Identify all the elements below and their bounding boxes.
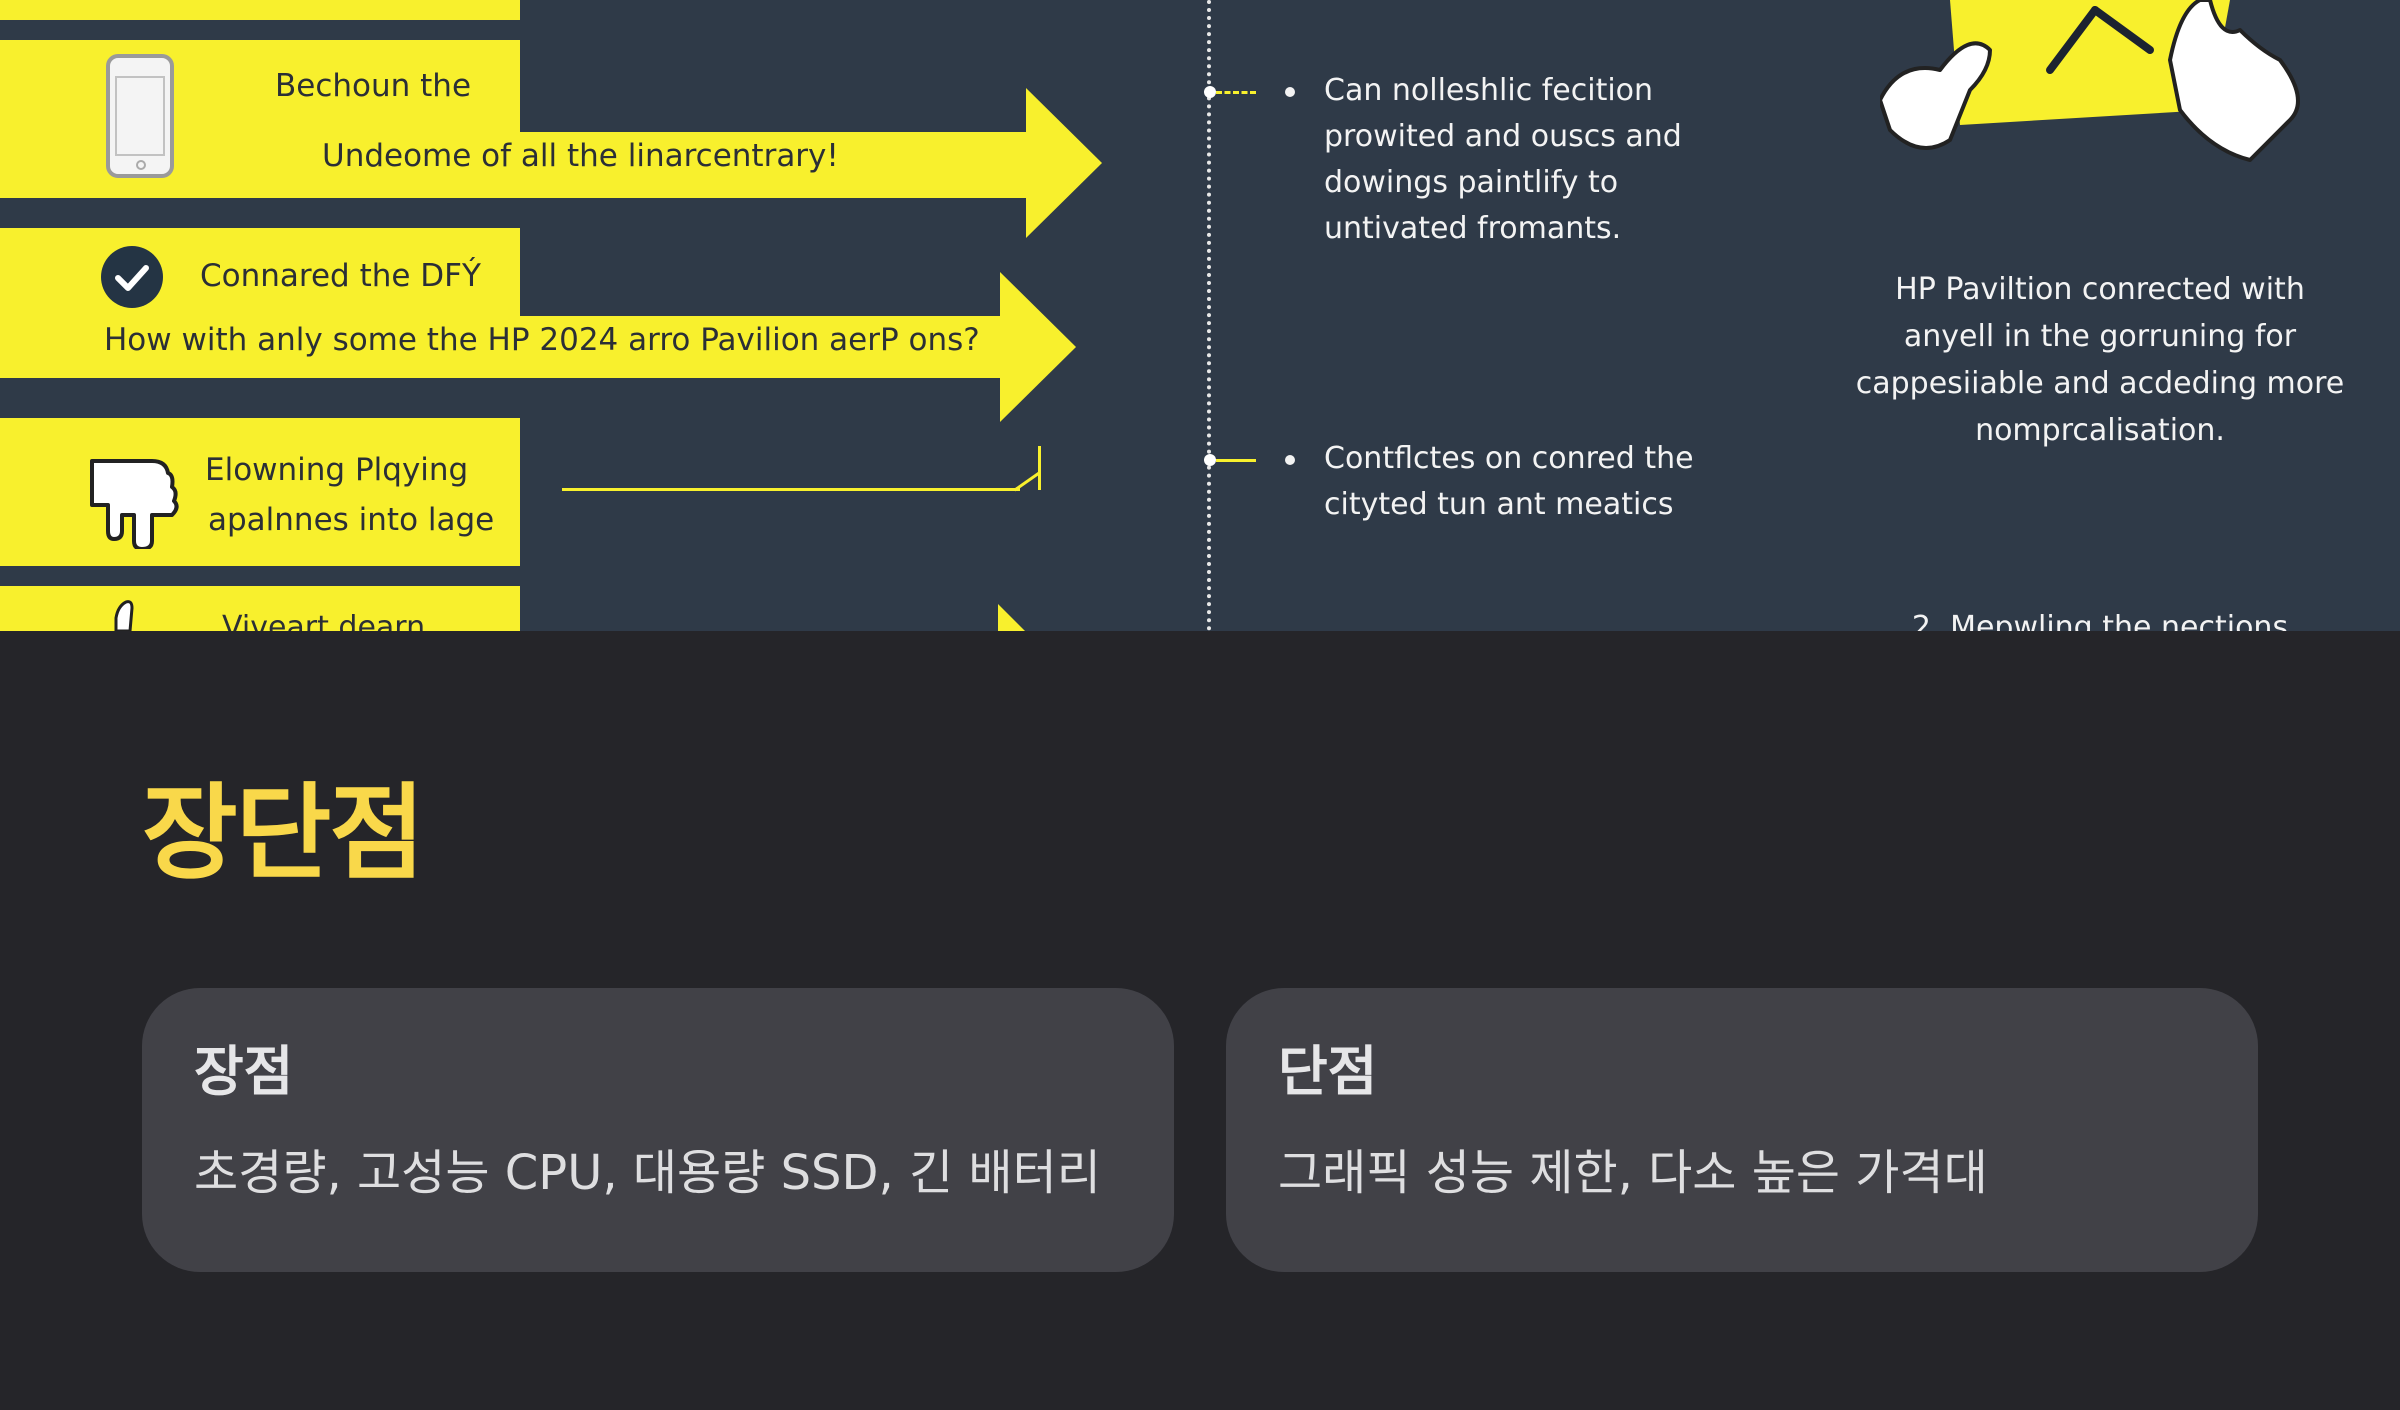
arrow-head	[998, 604, 1028, 631]
timeline-text: Contflctes on conred the	[1324, 441, 1694, 476]
row-1-title: Bechoun the	[275, 68, 472, 104]
timeline-node	[1204, 454, 1216, 466]
row-2-title: Connared the DFÝ	[200, 258, 481, 294]
timeline-text: cityted tun ant meatics	[1324, 487, 1674, 522]
timeline-text: prowited and ouscs and	[1324, 119, 1682, 154]
timeline-text: untivated fromants.	[1324, 211, 1622, 246]
timeline-connector	[1216, 91, 1256, 94]
timeline-node	[1204, 86, 1216, 98]
caption-line: HP Paviltion conrected with	[1895, 272, 2305, 307]
row-2-subtitle: How with anly some the HP 2024 arro Pavi…	[104, 322, 980, 358]
caption-line: cappesiiable and acdeding more	[1855, 366, 2345, 401]
arrow-head	[1000, 272, 1076, 422]
infographic-row-top	[0, 0, 520, 20]
pros-heading: 장점	[194, 1040, 294, 1103]
row-4-title: Viveart dearn	[222, 610, 426, 631]
cons-body: 그래픽 성능 제한, 다소 높은 가격대	[1278, 1145, 1988, 1201]
cons-card: 단점 그래픽 성능 제한, 다소 높은 가격대	[1226, 988, 2258, 1272]
arrow-shaft	[0, 316, 1005, 378]
hands-holding-sign-icon	[1880, 0, 2300, 162]
cons-heading: 단점	[1278, 1040, 1378, 1103]
row-1-subtitle: Undeome of all the linarcentrary!	[322, 138, 839, 174]
bullet-dot	[1285, 87, 1295, 97]
phone-icon	[106, 54, 174, 178]
timeline-connector	[1216, 459, 1256, 462]
hand-pointing-down-icon	[82, 453, 182, 553]
timeline-text: dowings paintlify to	[1324, 165, 1619, 200]
caption-line: anyell in the gorruning for	[1903, 319, 2297, 354]
section-title: 장단점	[142, 772, 425, 894]
pros-body: 초경량, 고성능 CPU, 대용량 SSD, 긴 배터리	[194, 1145, 1101, 1201]
row-3-subtitle: apalnnes into lage	[208, 502, 495, 538]
timeline-line	[1207, 0, 1211, 631]
infographic-row-4	[0, 586, 520, 631]
connector-line	[562, 488, 1020, 491]
check-icon	[101, 246, 163, 308]
bullet-dot	[1285, 455, 1295, 465]
connector-line	[1038, 446, 1041, 490]
infographic-row-3	[0, 418, 520, 566]
caption-line: nomprcalisation.	[1975, 413, 2225, 448]
pros-card: 장점 초경량, 고성능 CPU, 대용량 SSD, 긴 배터리	[142, 988, 1174, 1272]
infographic-image: Bechoun the Undeome of all the linarcent…	[0, 0, 2400, 631]
thumbs-up-icon	[108, 600, 148, 631]
caption-footer: 2. Mepwling the nections	[1911, 610, 2289, 631]
row-3-title: Elowning Plqying	[205, 452, 469, 488]
timeline-text: Can nolleshlic fecition	[1324, 73, 1654, 108]
connector-line	[1013, 471, 1041, 492]
arrow-head	[1026, 88, 1102, 238]
